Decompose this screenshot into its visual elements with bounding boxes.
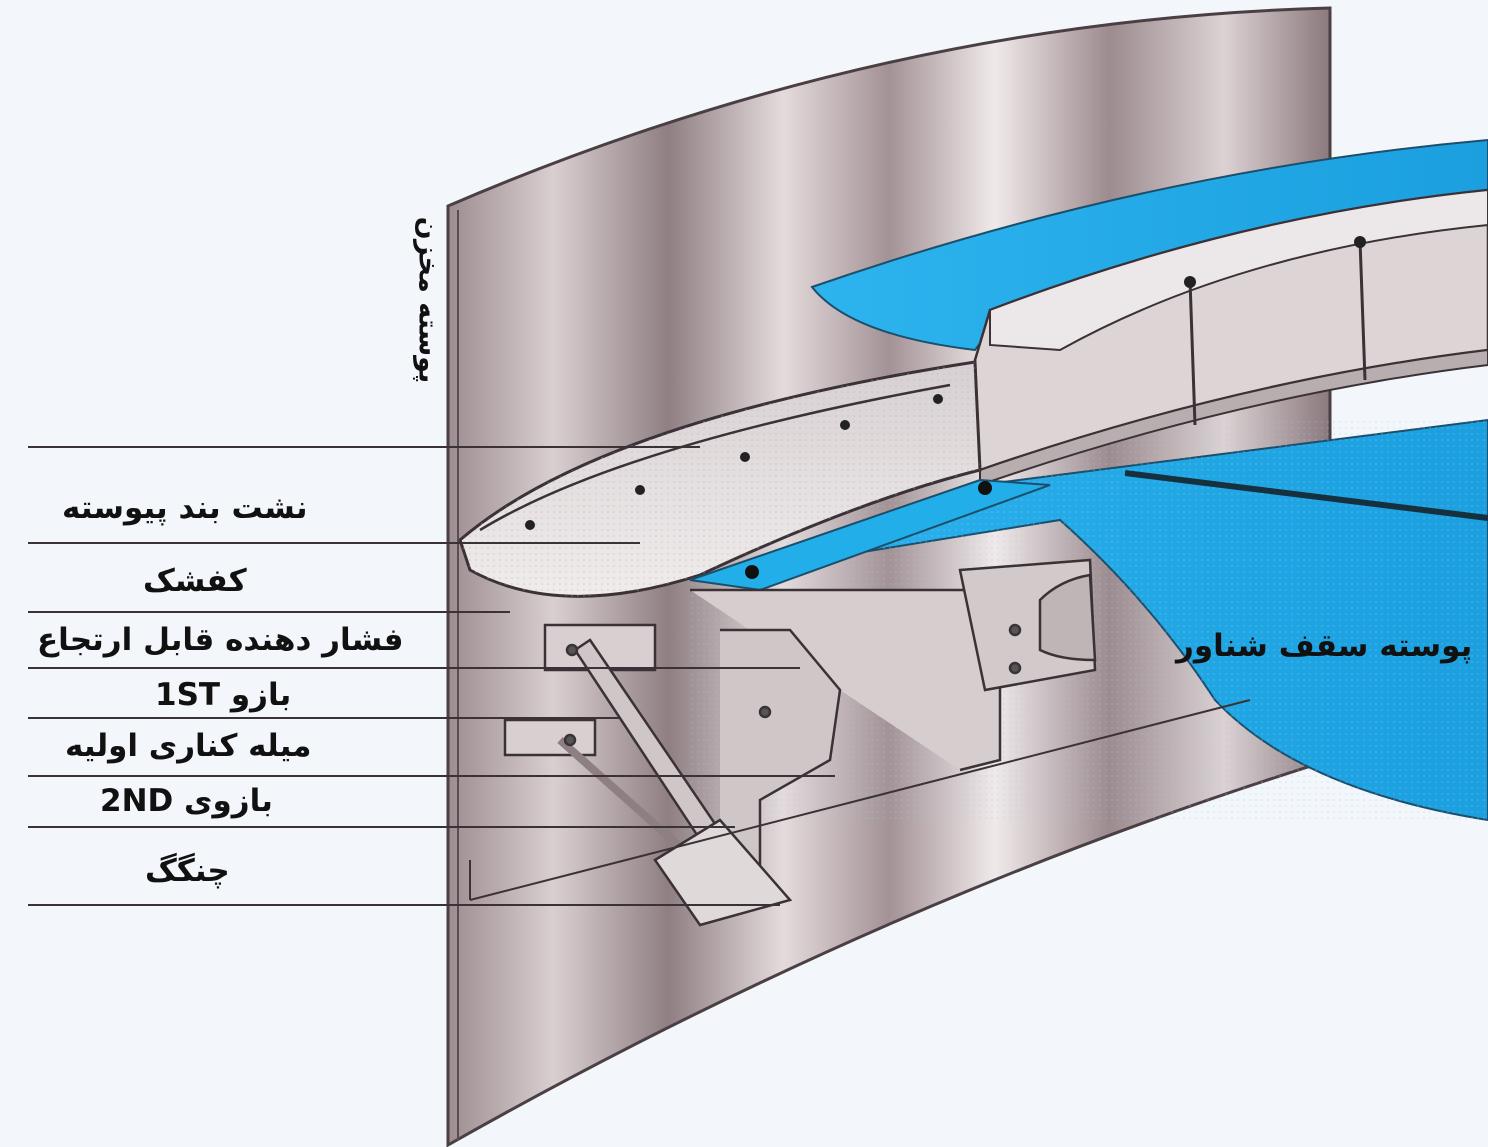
- resilient-pressure-label: فشار دهنده قابل ارتجاع: [37, 622, 404, 658]
- mechanical-arms: [469, 558, 1251, 927]
- leader-lines: [28, 446, 835, 906]
- tank-shell-label-text: پوسته مخزن: [412, 216, 444, 384]
- shoe-label: کفشک: [143, 563, 247, 599]
- hook-label: چنگگ: [145, 853, 230, 889]
- primary-rim-bar-label: میله کناری اولیه: [65, 728, 312, 764]
- tank-shell-label: پوسته مخزن: [408, 210, 448, 390]
- arm-2nd-label: بازوی 2ND: [100, 783, 273, 819]
- floating-roof-shell-label: پوسته سقف شناور: [1176, 628, 1473, 664]
- continuous-seal-label: نشت بند پیوسته: [62, 490, 308, 526]
- arm-1st-label: بازو 1ST: [155, 677, 292, 713]
